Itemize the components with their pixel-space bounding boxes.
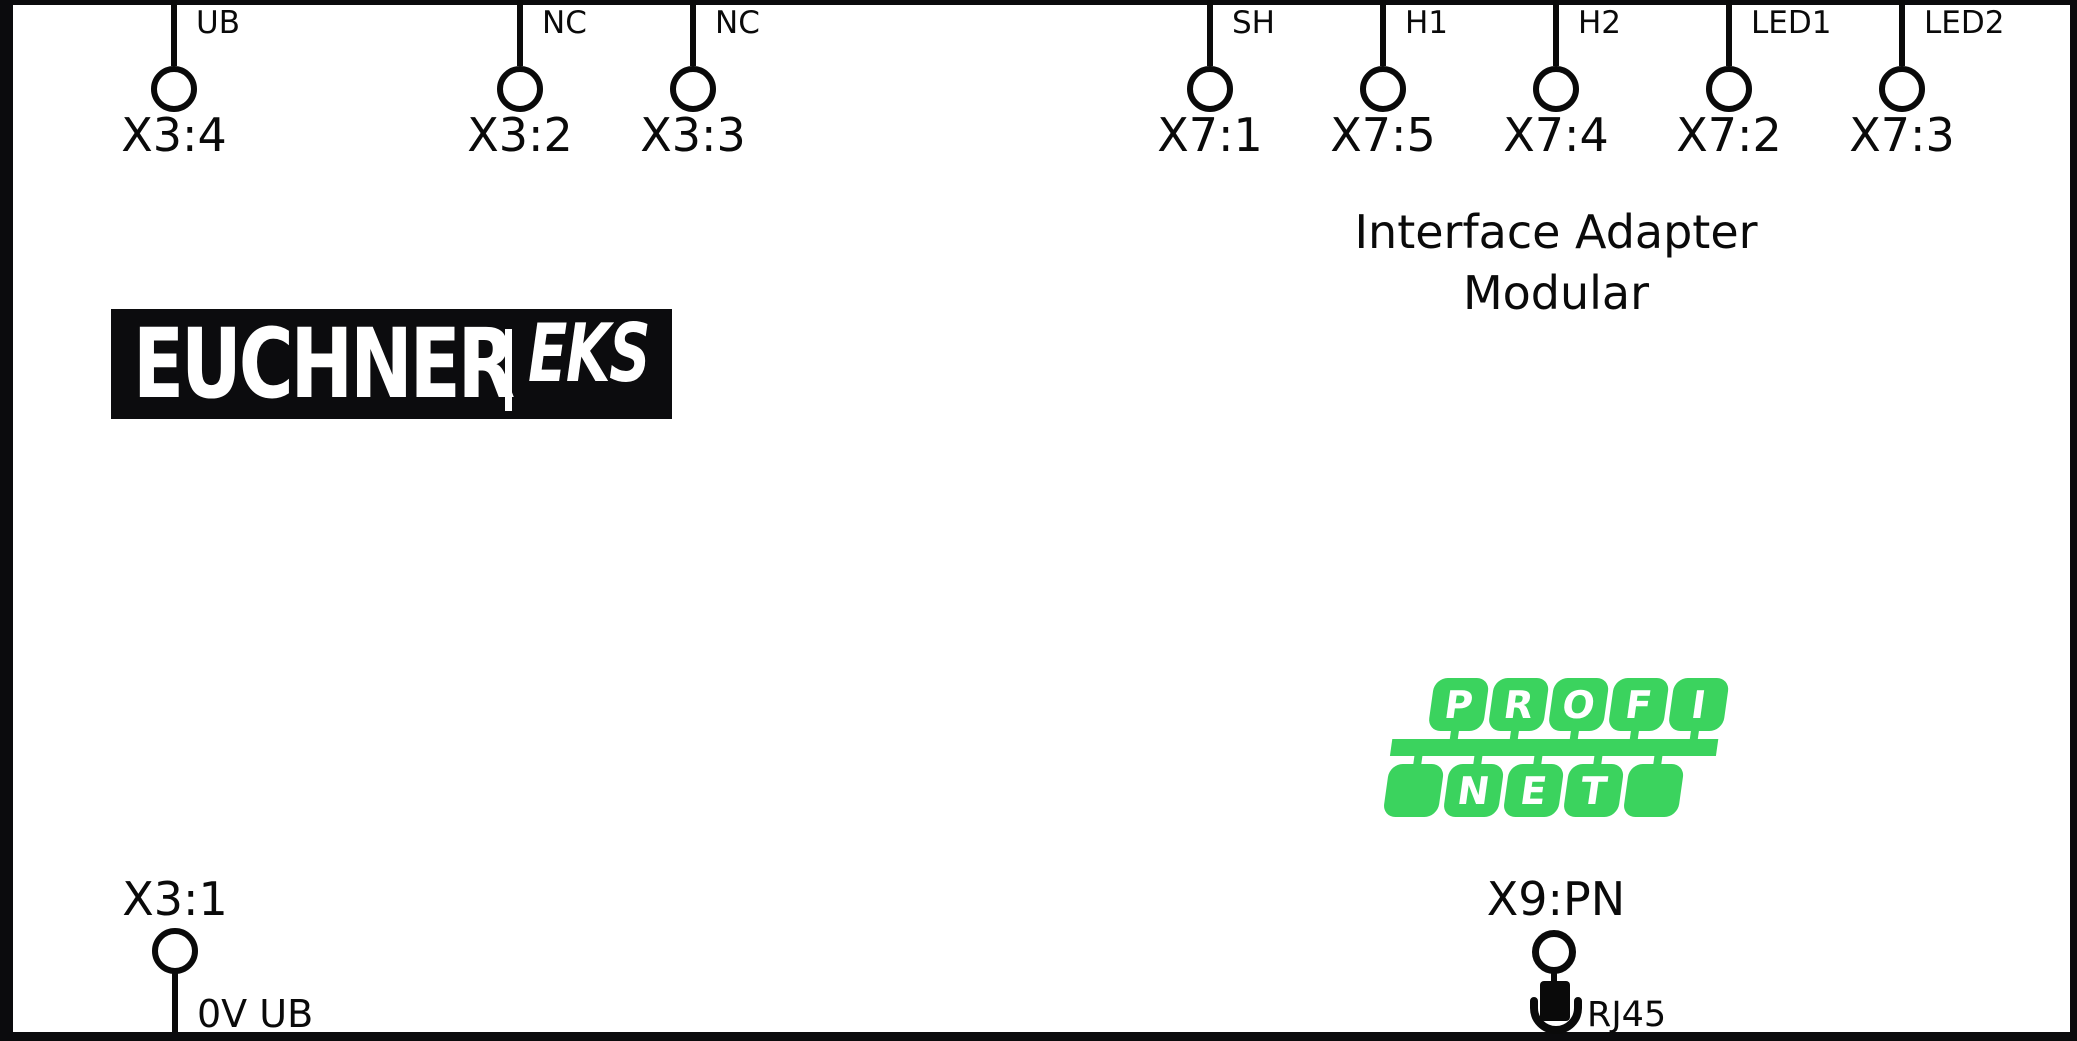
profinet-letter: E [1517, 770, 1549, 814]
profinet-stem [1629, 728, 1640, 742]
profinet-logo: P R O F I N E T [1384, 678, 1729, 817]
euchner-eks-logo: EUCHNER EKS [111, 309, 672, 419]
terminal-circle [1187, 66, 1233, 112]
terminal-name-label: X7:4 [1503, 108, 1609, 162]
profinet-letter: P [1441, 684, 1475, 728]
pin-signal-label: 0V UB [197, 992, 314, 1036]
terminal-name-label: X3:3 [640, 108, 746, 162]
profinet-tile [1384, 764, 1444, 817]
profinet-letter: T [1577, 770, 1609, 814]
profinet-tile [1504, 764, 1564, 817]
terminal-circle [151, 66, 197, 112]
terminal-circle [1706, 66, 1752, 112]
product-title: Interface Adapter Modular [1346, 202, 1766, 324]
terminal-circle [670, 66, 716, 112]
connector-type-label: RJ45 [1587, 995, 1667, 1035]
terminal-name-label: X7:1 [1157, 108, 1263, 162]
profinet-tile [1489, 678, 1549, 731]
eks-brand-text: EKS [528, 309, 651, 400]
logo-divider-bar [505, 329, 512, 411]
product-title-line2: Modular [1462, 266, 1650, 320]
profinet-stem [1449, 728, 1460, 742]
profinet-bus-bar [1389, 739, 1719, 756]
profinet-stem [1569, 728, 1580, 742]
profinet-stem [1532, 754, 1543, 767]
pin-signal-label: H2 [1578, 5, 1622, 41]
rj45-connector-icon [1530, 930, 1582, 1034]
profinet-stem [1689, 728, 1700, 742]
profinet-letter: F [1622, 684, 1654, 728]
profinet-letter: R [1501, 684, 1536, 728]
terminal-name-label: X7:2 [1676, 108, 1782, 162]
terminal-circle [1360, 66, 1406, 112]
terminal-line [1899, 0, 1905, 66]
profinet-stem [1472, 754, 1483, 767]
profinet-tile [1669, 678, 1729, 731]
pin-signal-label: H1 [1405, 5, 1449, 41]
terminal-line [1553, 0, 1559, 66]
profinet-tile [1549, 678, 1609, 731]
pin-signal-label: LED2 [1924, 5, 2005, 41]
profinet-tile [1624, 764, 1684, 817]
terminal-line [172, 973, 178, 1032]
terminal-name-label: X7:3 [1849, 108, 1955, 162]
product-title-line1: Interface Adapter [1354, 205, 1758, 259]
connector-stem [1551, 972, 1557, 984]
terminal-circle [1532, 930, 1576, 974]
terminal-line [690, 0, 696, 66]
profinet-stem [1412, 754, 1423, 767]
rj45-plug [1540, 981, 1570, 1021]
terminal-name-label: X3:1 [122, 872, 228, 926]
terminal-name-label: X9:PN [1486, 872, 1626, 926]
terminal-line [1207, 0, 1213, 66]
euchner-brand-text: EUCHNER [133, 309, 515, 419]
terminal-line [171, 0, 177, 66]
terminal-circle [497, 66, 543, 112]
pin-signal-label: SH [1232, 5, 1275, 41]
terminal-line [1726, 0, 1732, 66]
terminal-name-label: X3:4 [121, 108, 227, 162]
profinet-letter: I [1688, 684, 1708, 728]
profinet-tile [1564, 764, 1624, 817]
pin-signal-label: LED1 [1751, 5, 1832, 41]
profinet-letter: N [1454, 770, 1492, 814]
profinet-stem [1509, 728, 1520, 742]
terminal-circle [152, 928, 198, 974]
terminal-line [517, 0, 523, 66]
profinet-tile [1429, 678, 1489, 731]
profinet-letter: O [1559, 684, 1597, 728]
profinet-stem [1652, 754, 1663, 767]
rj45-socket-arc [1530, 997, 1582, 1034]
profinet-tile [1444, 764, 1504, 817]
terminal-name-label: X7:5 [1330, 108, 1436, 162]
profinet-tile [1609, 678, 1669, 731]
pin-signal-label: UB [196, 5, 240, 41]
pin-signal-label: NC [542, 5, 587, 41]
terminal-line [1380, 0, 1386, 66]
terminal-name-label: X3:2 [467, 108, 573, 162]
pin-signal-label: NC [715, 5, 760, 41]
profinet-stem [1592, 754, 1603, 767]
terminal-circle [1533, 66, 1579, 112]
terminal-circle [1879, 66, 1925, 112]
